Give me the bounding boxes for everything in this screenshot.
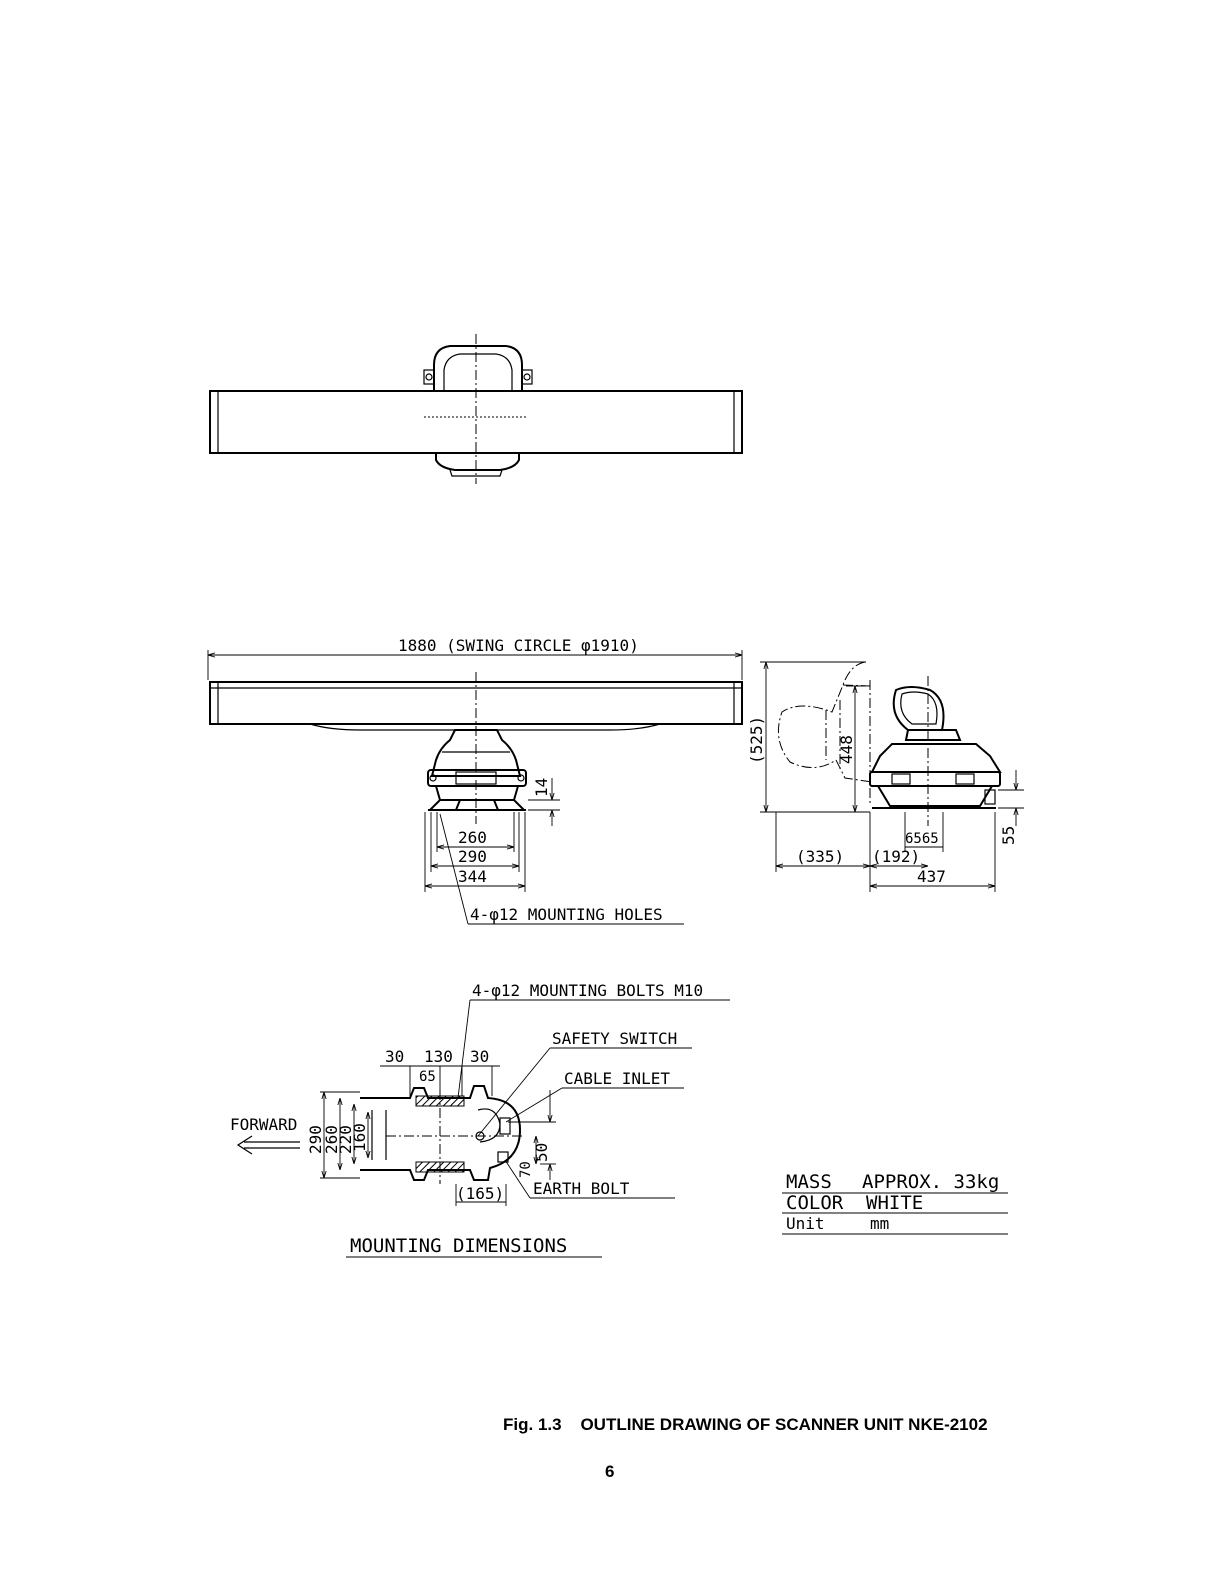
dim-mount-220: 220 xyxy=(336,1125,355,1154)
label-earth-bolt: EARTH BOLT xyxy=(533,1179,630,1198)
dim-mount-160: 160 xyxy=(350,1123,369,1152)
side-view: (525) 448 55 (335) (192) 6565 437 xyxy=(747,661,1024,892)
dim-55: 55 xyxy=(999,826,1018,845)
dim-mount-290: 290 xyxy=(306,1125,325,1154)
dim-6565: 6565 xyxy=(905,831,939,847)
dim-192: (192) xyxy=(872,847,920,866)
dim-mount-50: 50 xyxy=(532,1143,551,1162)
label-mounting-bolts: 4-φ12 MOUNTING BOLTS M10 xyxy=(472,981,703,1000)
dim-448: 448 xyxy=(837,735,856,764)
dim-mount-30a: 30 xyxy=(385,1047,404,1066)
spec-color-value: WHITE xyxy=(866,1192,923,1214)
dim-344: 344 xyxy=(458,867,487,886)
top-view xyxy=(209,334,743,484)
label-mounting-holes: 4-φ12 MOUNTING HOLES xyxy=(470,905,663,924)
dim-260: 260 xyxy=(458,828,487,847)
dim-mount-260: 260 xyxy=(322,1125,341,1154)
dim-437: 437 xyxy=(917,867,946,886)
dim-290: 290 xyxy=(458,847,487,866)
dim-335: (335) xyxy=(796,847,844,866)
dim-mount-30b: 30 xyxy=(470,1047,489,1066)
dim-14: 14 xyxy=(532,778,551,797)
spec-unit-value: mm xyxy=(870,1214,889,1233)
spec-color-key: COLOR xyxy=(786,1192,844,1214)
label-safety-switch: SAFETY SWITCH xyxy=(552,1029,677,1048)
dim-525: (525) xyxy=(747,716,766,764)
forward-arrow-icon xyxy=(244,1141,300,1149)
spec-unit-key: Unit xyxy=(786,1214,825,1233)
dim-mount-65: 65 xyxy=(419,1069,436,1085)
label-cable-inlet: CABLE INLET xyxy=(564,1069,670,1088)
mounting-dimensions-view: 4-φ12 MOUNTING BOLTS M10 SAFETY SWITCH C… xyxy=(230,981,730,1258)
dim-mount-165: (165) xyxy=(456,1184,504,1203)
dim-overall-length: 1880 (SWING CIRCLE φ1910) xyxy=(398,636,639,655)
label-forward: FORWARD xyxy=(230,1115,297,1134)
spec-mass-key: MASS xyxy=(786,1171,832,1193)
dim-mount-70: 70 xyxy=(518,1161,534,1178)
page-number: 6 xyxy=(605,1462,614,1481)
figure-caption: Fig. 1.3 OUTLINE DRAWING OF SCANNER UNIT… xyxy=(503,1415,988,1434)
spec-mass-value: APPROX. 33kg xyxy=(862,1171,999,1193)
dim-mount-130: 130 xyxy=(424,1047,453,1066)
front-view: 1880 (SWING CIRCLE φ1910) 14 xyxy=(207,636,743,925)
mounting-dimensions-title: MOUNTING DIMENSIONS xyxy=(350,1235,567,1257)
specs-table: MASS APPROX. 33kg COLOR WHITE Unit mm xyxy=(782,1171,1008,1235)
